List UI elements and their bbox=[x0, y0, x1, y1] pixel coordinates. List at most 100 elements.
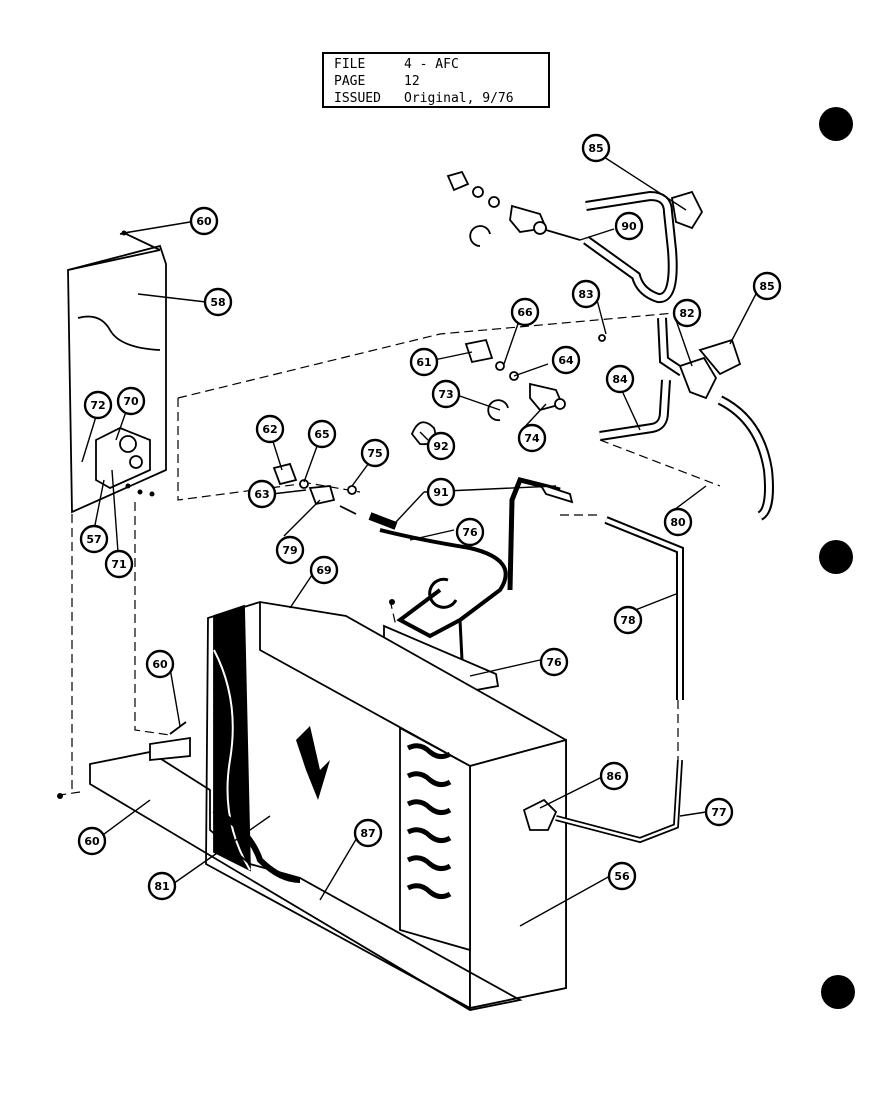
callout-number: 82 bbox=[679, 307, 694, 320]
callout-balloon bbox=[353, 818, 383, 848]
callout-balloon bbox=[704, 797, 734, 827]
callout-57: 57 bbox=[79, 524, 109, 554]
callout-77: 77 bbox=[704, 797, 734, 827]
callout-63: 63 bbox=[247, 479, 277, 509]
callout-number: 66 bbox=[517, 306, 533, 319]
callout-balloon bbox=[307, 419, 337, 449]
file-info-box: FILE 4 - AFC PAGE 12 ISSUED Original, 9/76 bbox=[322, 52, 550, 108]
callout-56: 56 bbox=[607, 861, 637, 891]
callout-number: 65 bbox=[314, 428, 329, 441]
callout-number: 86 bbox=[606, 770, 622, 783]
callout-balloon bbox=[510, 297, 540, 327]
callout-number: 60 bbox=[84, 835, 100, 848]
callout-balloon bbox=[426, 431, 456, 461]
callout-number: 84 bbox=[612, 373, 628, 386]
small-fittings-62-76 bbox=[272, 462, 357, 515]
callout-61: 61 bbox=[409, 347, 439, 377]
callout-number: 62 bbox=[262, 423, 277, 436]
file-value: 4 - AFC bbox=[404, 57, 459, 72]
callout-86: 86 bbox=[599, 761, 629, 791]
callout-balloon bbox=[147, 871, 177, 901]
callout-number: 79 bbox=[282, 544, 297, 557]
callout-balloon bbox=[571, 279, 601, 309]
callout-balloon bbox=[247, 479, 277, 509]
callout-number: 60 bbox=[196, 215, 212, 228]
callout-60: 60 bbox=[145, 649, 175, 679]
callout-60: 60 bbox=[189, 206, 219, 236]
right-tubing-parts-80-84 bbox=[598, 317, 774, 521]
page-label: PAGE bbox=[334, 74, 366, 89]
issued-value: Original, 9/76 bbox=[404, 91, 514, 106]
callout-number: 91 bbox=[433, 486, 448, 499]
callout-84: 84 bbox=[605, 364, 635, 394]
callout-81: 81 bbox=[147, 871, 177, 901]
callout-69: 69 bbox=[309, 555, 339, 585]
assembly-guide-lines bbox=[59, 311, 721, 796]
punch-hole-bottom bbox=[821, 975, 855, 1009]
callout-balloon bbox=[605, 364, 635, 394]
callout-64: 64 bbox=[551, 345, 581, 375]
callout-82: 82 bbox=[672, 298, 702, 328]
punch-hole-middle bbox=[819, 540, 853, 574]
callout-number: 76 bbox=[546, 656, 562, 669]
callout-balloon bbox=[83, 390, 113, 420]
callout-balloon bbox=[189, 206, 219, 236]
callout-balloon bbox=[614, 211, 644, 241]
callout-number: 61 bbox=[416, 356, 431, 369]
callout-balloon bbox=[613, 605, 643, 635]
callout-balloon bbox=[77, 826, 107, 856]
control-panel-part-58 bbox=[67, 231, 167, 514]
callout-79: 79 bbox=[275, 535, 305, 565]
callout-number: 85 bbox=[759, 280, 774, 293]
callout-number: 58 bbox=[210, 296, 225, 309]
callout-balloon bbox=[455, 517, 485, 547]
callout-balloon bbox=[551, 345, 581, 375]
issued-label: ISSUED bbox=[334, 91, 381, 106]
callout-number: 92 bbox=[433, 440, 448, 453]
page-value: 12 bbox=[404, 74, 420, 89]
callout-number: 78 bbox=[620, 614, 635, 627]
callout-65: 65 bbox=[307, 419, 337, 449]
callout-balloon bbox=[255, 414, 285, 444]
callout-73: 73 bbox=[431, 379, 461, 409]
callout-balloon bbox=[672, 298, 702, 328]
callout-balloon bbox=[599, 761, 629, 791]
callout-number: 73 bbox=[438, 388, 453, 401]
callout-number: 69 bbox=[316, 564, 331, 577]
callout-number: 83 bbox=[578, 288, 593, 301]
coil-housing-part-56 bbox=[89, 601, 683, 1011]
callout-balloon bbox=[752, 271, 782, 301]
callout-92: 92 bbox=[426, 431, 456, 461]
coil-fins bbox=[406, 743, 452, 900]
file-row: FILE 4 - AFC bbox=[334, 57, 459, 72]
callout-71: 71 bbox=[104, 549, 134, 579]
callout-80: 80 bbox=[663, 507, 693, 537]
callout-87: 87 bbox=[353, 818, 383, 848]
callout-91: 91 bbox=[426, 477, 456, 507]
callout-76: 76 bbox=[539, 647, 569, 677]
callout-60: 60 bbox=[77, 826, 107, 856]
callout-78: 78 bbox=[613, 605, 643, 635]
capillary-tubes-78-79-91 bbox=[368, 477, 684, 700]
callout-76: 76 bbox=[455, 517, 485, 547]
punch-hole-top bbox=[819, 107, 853, 141]
callout-66: 66 bbox=[510, 297, 540, 327]
callout-balloon bbox=[309, 555, 339, 585]
issued-row: ISSUED Original, 9/76 bbox=[334, 91, 514, 106]
callout-62: 62 bbox=[255, 414, 285, 444]
file-label: FILE bbox=[334, 57, 366, 72]
callout-number: 85 bbox=[588, 142, 603, 155]
callout-number: 63 bbox=[254, 488, 269, 501]
callout-balloon bbox=[275, 535, 305, 565]
callout-83: 83 bbox=[571, 279, 601, 309]
callout-balloon bbox=[145, 649, 175, 679]
callout-75: 75 bbox=[360, 438, 390, 468]
callout-balloon bbox=[360, 438, 390, 468]
page-row: PAGE 12 bbox=[334, 74, 420, 89]
callout-number: 81 bbox=[154, 880, 169, 893]
callout-number: 70 bbox=[123, 395, 139, 408]
callout-number: 57 bbox=[86, 533, 101, 546]
